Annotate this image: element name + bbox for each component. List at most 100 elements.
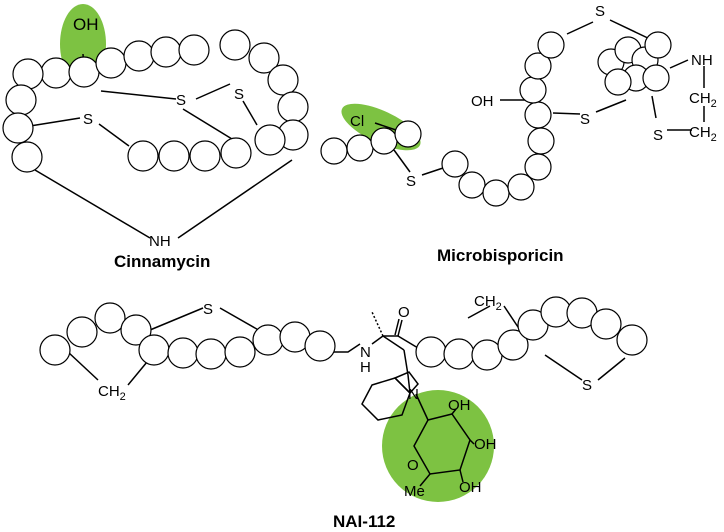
indole-bond [407,374,411,394]
residue-bead [127,140,159,172]
residue-bead [11,141,43,173]
residue-bead [167,337,199,369]
residue-bead [267,64,299,96]
residue-bead [12,58,44,90]
hydroxyl-label: OH [448,397,471,414]
ch2-label: CH2 [689,90,717,110]
microbisporicin-structure: S NH CH2 CH2 S S OH Cl S Microbisporicin [320,3,717,265]
residue-bead [524,101,552,129]
nh-bridge-label: NH [149,233,171,250]
thioether-bridge [566,21,594,35]
residue-bead [519,76,547,104]
residue-bead [527,127,555,155]
residue-bead [507,173,535,201]
residue-bead [254,124,286,156]
residue-bead [68,56,100,88]
thioether-bridge [609,19,653,41]
residue-bead [441,150,469,178]
side-chain [382,335,405,351]
residue-bead [642,64,670,92]
indole-benzene-ring [361,377,411,421]
residue-bead [2,112,34,144]
residue-bead [39,334,71,366]
carbonyl-o-label: O [398,304,410,321]
thioether-bridge [421,167,444,176]
thioether-bridge [393,149,411,173]
residue-bead [66,316,98,348]
sulfur-label: S [595,3,605,20]
ch2-bridge [467,305,491,319]
ch2-bridge [67,351,99,381]
residue-bead [178,34,210,66]
residue-bead [158,140,190,172]
residue-bead [120,314,152,346]
residue-bead [95,47,127,79]
residue-bead [5,84,37,116]
residue-bead [590,308,622,340]
residue-bead [252,324,284,356]
thioether-bridge [219,307,263,333]
oh-bond [451,408,457,415]
thioether-bridge [242,100,258,126]
carbonyl-bond [397,319,403,337]
residue-bead [394,120,422,148]
nai112-structure: S CH2 N H O CH2 S N OH OH OH O Me NAI-11… [39,293,648,531]
sulfur-label: S [582,377,592,394]
thioether-bridge [595,99,627,113]
alpha-carbon-bond [371,335,384,345]
residue-bead [537,31,565,59]
sulfur-label: S [234,86,244,103]
residue-bead [195,338,227,370]
ch2-label: CH2 [98,383,126,403]
thioether-bridge [597,357,626,381]
thioether-bridge [195,83,231,100]
thioether-bridge [651,95,657,119]
ch2-bridge [127,361,148,386]
oh-bond [459,469,464,483]
nai112-residues [39,296,648,371]
sulfur-label: S [176,92,186,109]
thioether-bridge [29,117,81,127]
residue-bead [220,137,252,169]
residue-bead [415,336,447,368]
residue-bead [644,31,672,59]
amine-n-label: N [360,344,371,361]
chlorine-label: Cl [350,113,364,130]
methyl-label: Me [404,483,425,500]
microbisporicin-name: Microbisporicin [437,246,564,265]
microbisporicin-residues [320,31,672,207]
chlorine-bond [374,122,400,132]
thioether-bridge [149,307,204,331]
nai112-name: NAI-112 [333,512,395,531]
cinnamycin-residues [2,29,309,173]
amine-link [669,59,689,69]
residue-bead [123,40,155,72]
residue-bead [150,36,182,68]
cinnamycin-structure: OH S S S NH Cinnamycin [2,4,309,271]
sulfur-label: S [203,301,213,318]
residue-bead [524,153,552,181]
residue-bead [616,324,648,356]
stereo-bond [371,311,384,337]
carbonyl-bond [394,318,400,336]
sulfur-label: S [653,127,663,144]
ch2-label: CH2 [689,124,717,144]
residue-bead [189,140,221,172]
ch2-label: CH2 [474,293,502,313]
amine-bridge [177,159,293,239]
residue-bead [304,330,336,362]
amine-label: NH [691,52,713,69]
hydroxyl-label: OH [474,436,497,453]
ring-o-label: O [407,457,419,474]
sulfur-label: S [580,111,590,128]
residue-bead [482,179,510,207]
amine-h-label: H [360,359,371,376]
residue-bead [458,171,486,199]
cinnamycin-name: Cinnamycin [114,252,210,271]
residue-bead [604,68,632,96]
thioether-bridge [100,90,177,100]
residue-bead [40,57,72,89]
thioether-bridge [552,112,581,115]
